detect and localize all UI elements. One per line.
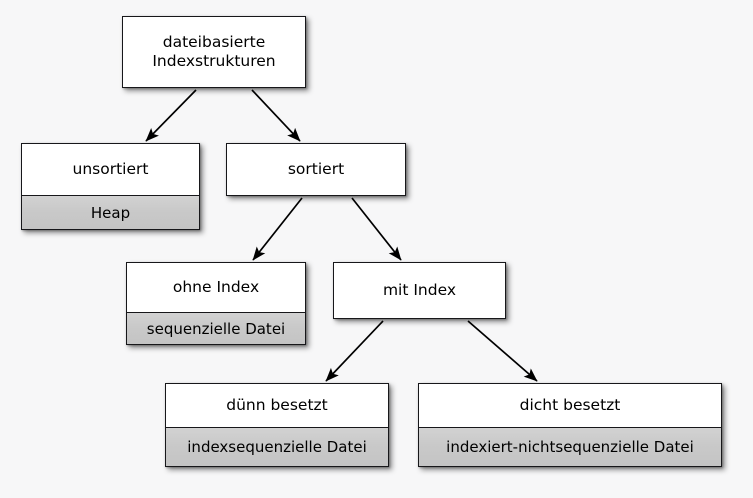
node-title-duenn-besetzt: dünn besetzt: [166, 384, 388, 427]
node-sublabel-dicht-besetzt: indexiert-nichtsequenzielle Datei: [419, 427, 721, 466]
edge-sortiert-to-ohne-index: [252, 197, 303, 261]
edge-root-to-unsortiert: [145, 89, 197, 142]
node-title-sortiert: sortiert: [227, 144, 405, 195]
edge-mit-index-to-duenn-besetzt: [325, 320, 384, 382]
node-title-root: dateibasierte Indexstrukturen: [123, 17, 305, 87]
node-root[interactable]: dateibasierte Indexstrukturen: [122, 16, 306, 88]
node-title-ohne-index: ohne Index: [127, 263, 305, 312]
node-sublabel-unsortiert: Heap: [22, 195, 199, 229]
edge-root-to-sortiert: [251, 89, 301, 142]
edge-mit-index-to-dicht-besetzt: [467, 320, 538, 382]
node-title-unsortiert: unsortiert: [22, 144, 199, 195]
node-mit-index[interactable]: mit Index: [333, 262, 506, 319]
node-sublabel-duenn-besetzt: indexsequenzielle Datei: [166, 427, 388, 466]
node-title-mit-index: mit Index: [334, 263, 505, 318]
edge-sortiert-to-mit-index: [351, 197, 402, 261]
node-sortiert[interactable]: sortiert: [226, 143, 406, 196]
node-title-dicht-besetzt: dicht besetzt: [419, 384, 721, 427]
node-sublabel-ohne-index: sequenzielle Datei: [127, 312, 305, 344]
